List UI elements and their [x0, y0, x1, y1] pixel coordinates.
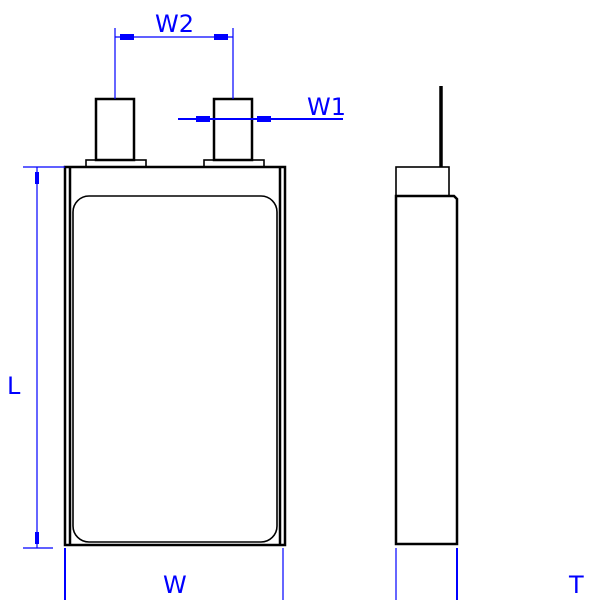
side-tab-seal	[395, 166, 450, 197]
left-tab	[94, 97, 136, 162]
dimension-w2: W2	[114, 10, 234, 99]
front-body-outline	[63, 165, 287, 547]
left-tab-base	[85, 159, 147, 168]
l-label: L	[7, 372, 21, 400]
w-label: W	[163, 571, 187, 599]
dimension-w1: W1	[178, 93, 346, 122]
front-view	[63, 97, 287, 547]
right-tab-base	[203, 159, 265, 168]
dimension-w: W	[64, 548, 284, 600]
cell-pocket	[72, 195, 278, 543]
dimension-t: T	[395, 548, 584, 600]
side-view	[394, 86, 459, 546]
w2-label: W2	[155, 10, 194, 38]
t-label: T	[568, 571, 584, 599]
right-tab	[212, 97, 254, 162]
dimension-l: L	[7, 166, 65, 549]
side-body	[394, 194, 459, 546]
w1-label: W1	[307, 93, 346, 121]
